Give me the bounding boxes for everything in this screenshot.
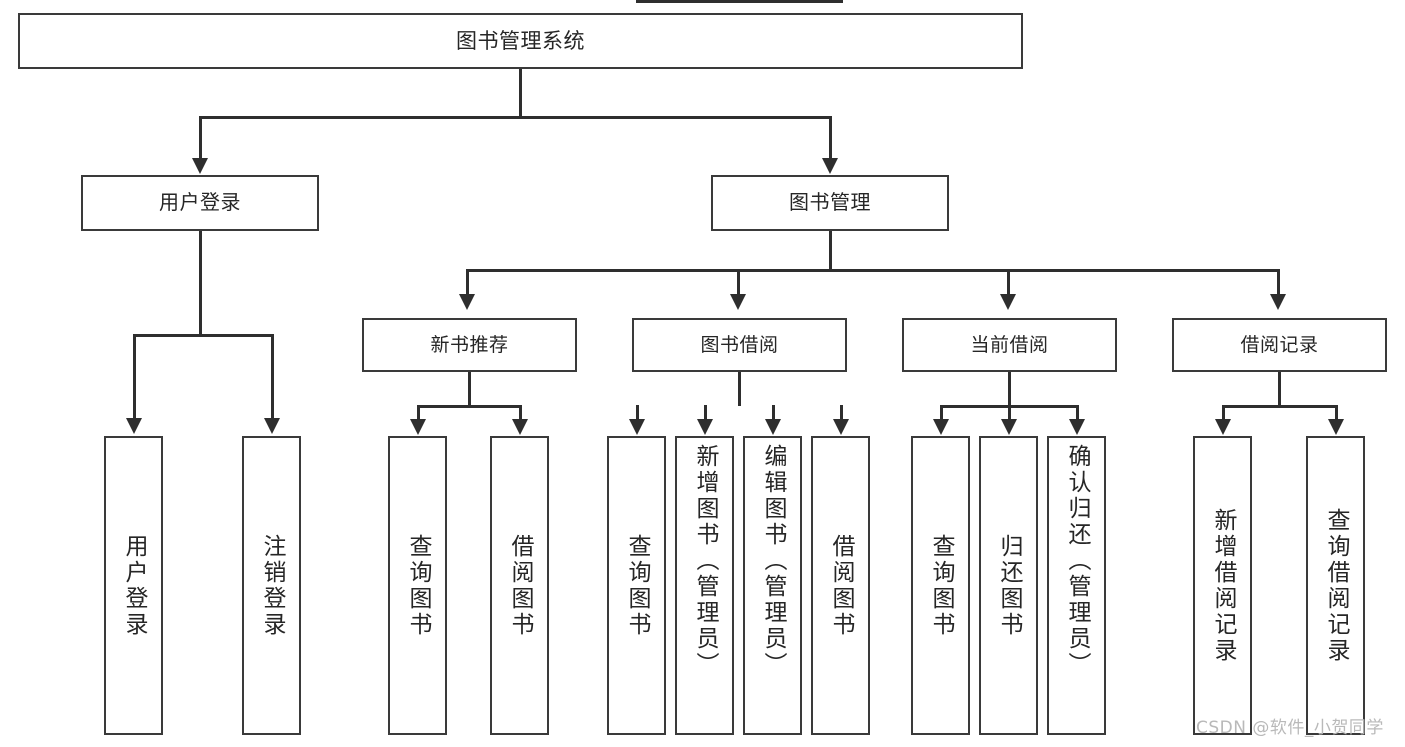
connector-user-login-trunk bbox=[199, 231, 202, 335]
arrow-bm-to-current-borrow bbox=[1000, 294, 1016, 310]
leaf-confirm-return-admin[interactable]: 确认归还（管理员） bbox=[1047, 436, 1106, 735]
connector-bb-to-leaf-4 bbox=[840, 405, 843, 421]
connector-root-to-book-management bbox=[829, 116, 832, 160]
connector-borrow-record-trunk bbox=[1278, 372, 1281, 406]
connector-root-bus bbox=[199, 116, 832, 119]
node-current-borrow[interactable]: 当前借阅 bbox=[902, 318, 1117, 372]
arrow-bb-to-leaf-1 bbox=[629, 419, 645, 435]
connector-borrow-record-bus bbox=[1222, 405, 1337, 408]
connector-new-book-trunk bbox=[468, 372, 471, 406]
leaf-query-book-current[interactable]: 查询图书 bbox=[911, 436, 970, 735]
arrow-bb-to-leaf-2 bbox=[697, 419, 713, 435]
connector-book-borrow-bus bbox=[636, 0, 843, 3]
connector-root-trunk bbox=[519, 69, 522, 117]
arrow-root-to-user-login bbox=[192, 158, 208, 174]
connector-bm-to-new-book bbox=[466, 269, 469, 297]
connector-cb-to-leaf-1 bbox=[940, 405, 943, 421]
arrow-user-login-to-leaf-1 bbox=[126, 418, 142, 434]
leaf-query-borrow-record[interactable]: 查询借阅记录 bbox=[1306, 436, 1365, 735]
leaf-edit-book-admin[interactable]: 编辑图书（管理员） bbox=[743, 436, 802, 735]
node-root-book-management-system[interactable]: 图书管理系统 bbox=[18, 13, 1023, 69]
connector-user-login-to-leaf-2 bbox=[271, 334, 274, 420]
leaf-add-borrow-record[interactable]: 新增借阅记录 bbox=[1193, 436, 1252, 735]
connector-nb-to-leaf-1 bbox=[417, 405, 420, 421]
connector-user-login-to-leaf-1 bbox=[133, 334, 136, 420]
connector-br-to-leaf-2 bbox=[1335, 405, 1338, 421]
connector-user-login-bus bbox=[133, 334, 274, 337]
connector-bm-to-current-borrow bbox=[1007, 269, 1010, 297]
connector-book-management-bus bbox=[466, 269, 1280, 272]
connector-book-management-trunk bbox=[829, 231, 832, 271]
connector-book-borrow-trunk bbox=[738, 372, 741, 406]
arrow-root-to-book-management bbox=[822, 158, 838, 174]
arrow-cb-to-leaf-2 bbox=[1001, 419, 1017, 435]
arrow-br-to-leaf-2 bbox=[1328, 419, 1344, 435]
leaf-borrow-book-new-recommend[interactable]: 借阅图书 bbox=[490, 436, 549, 735]
connector-cb-to-leaf-2 bbox=[1008, 405, 1011, 421]
node-new-book-recommend[interactable]: 新书推荐 bbox=[362, 318, 577, 372]
arrow-bb-to-leaf-4 bbox=[833, 419, 849, 435]
connector-br-to-leaf-1 bbox=[1222, 405, 1225, 421]
arrow-nb-to-leaf-1 bbox=[410, 419, 426, 435]
arrow-bm-to-book-borrow bbox=[730, 294, 746, 310]
arrow-br-to-leaf-1 bbox=[1215, 419, 1231, 435]
connector-current-borrow-trunk bbox=[1008, 372, 1011, 406]
leaf-add-book-admin[interactable]: 新增图书（管理员） bbox=[675, 436, 734, 735]
leaf-logout-login[interactable]: 注销登录 bbox=[242, 436, 301, 735]
connector-bb-to-leaf-3 bbox=[772, 405, 775, 421]
node-book-borrow[interactable]: 图书借阅 bbox=[632, 318, 847, 372]
arrow-bm-to-borrow-record bbox=[1270, 294, 1286, 310]
arrow-bb-to-leaf-3 bbox=[765, 419, 781, 435]
connector-bm-to-book-borrow bbox=[737, 269, 740, 297]
connector-cb-to-leaf-3 bbox=[1076, 405, 1079, 421]
connector-bm-to-borrow-record bbox=[1277, 269, 1280, 297]
node-user-login[interactable]: 用户登录 bbox=[81, 175, 319, 231]
leaf-borrow-book[interactable]: 借阅图书 bbox=[811, 436, 870, 735]
arrow-cb-to-leaf-3 bbox=[1069, 419, 1085, 435]
connector-nb-to-leaf-2 bbox=[519, 405, 522, 421]
csdn-watermark: CSDN @软件_小贺同学 bbox=[1196, 718, 1384, 738]
arrow-nb-to-leaf-2 bbox=[512, 419, 528, 435]
connector-new-book-bus bbox=[417, 405, 522, 408]
connector-bb-to-leaf-1 bbox=[636, 405, 639, 421]
leaf-return-book[interactable]: 归还图书 bbox=[979, 436, 1038, 735]
connector-bb-to-leaf-2 bbox=[704, 405, 707, 421]
arrow-bm-to-new-book bbox=[459, 294, 475, 310]
leaf-user-login[interactable]: 用户登录 bbox=[104, 436, 163, 735]
node-borrow-record[interactable]: 借阅记录 bbox=[1172, 318, 1387, 372]
leaf-query-book-borrow[interactable]: 查询图书 bbox=[607, 436, 666, 735]
arrow-cb-to-leaf-1 bbox=[933, 419, 949, 435]
node-book-management[interactable]: 图书管理 bbox=[711, 175, 949, 231]
leaf-query-book-new-recommend[interactable]: 查询图书 bbox=[388, 436, 447, 735]
arrow-user-login-to-leaf-2 bbox=[264, 418, 280, 434]
connector-root-to-user-login bbox=[199, 116, 202, 160]
